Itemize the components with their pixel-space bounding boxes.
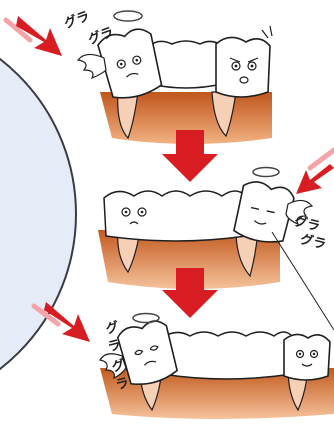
panel-2	[98, 150, 334, 330]
smiling-tooth-icon	[284, 334, 330, 380]
red-arrow-icon	[6, 16, 62, 56]
panel-3	[34, 302, 334, 419]
angry-tooth-icon	[216, 37, 270, 97]
bridge-icon	[162, 332, 292, 379]
wing-icon	[78, 54, 106, 78]
halo-icon	[253, 168, 279, 177]
sfx-text: グ	[111, 359, 127, 375]
halo-icon	[114, 11, 142, 21]
large-circle-shape	[0, 18, 76, 410]
sfx-text: ラ	[107, 339, 123, 355]
sfx-text: ラ	[115, 377, 131, 393]
halo-icon	[133, 314, 159, 323]
red-arrow-icon	[296, 150, 334, 194]
sfx-text: グ	[105, 321, 121, 337]
